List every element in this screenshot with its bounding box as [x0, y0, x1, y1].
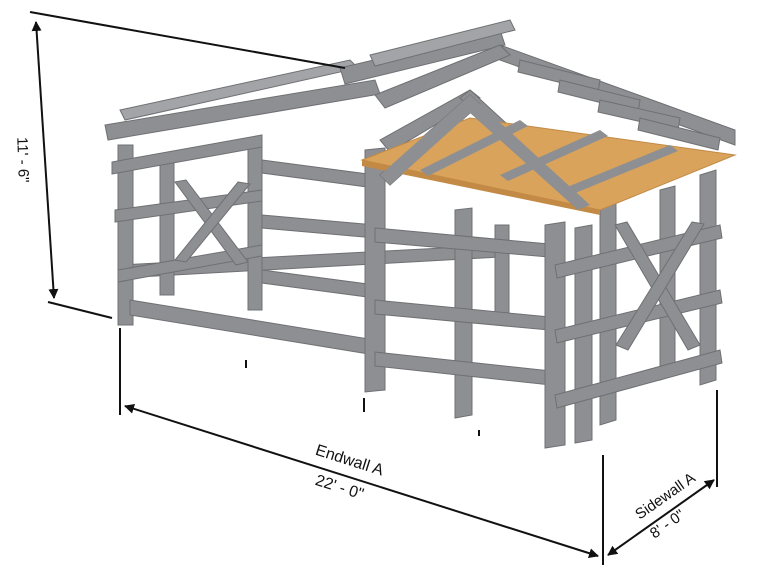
footing-mark — [478, 430, 480, 436]
roof-rafter — [637, 117, 721, 151]
roof-rafter — [460, 95, 590, 210]
right-wall-brace — [615, 221, 705, 351]
ridge-beam-back — [369, 19, 516, 67]
height-dimension-text: 11' - 6" — [13, 137, 32, 183]
left-wall-post — [159, 159, 175, 296]
left-wall-post — [247, 139, 263, 311]
height-extension-top — [29, 11, 346, 69]
shed-frame — [104, 19, 736, 449]
dimension-lines — [29, 11, 718, 565]
right-wall-girt — [554, 349, 723, 409]
roof-rafter — [500, 130, 608, 181]
endwall-dimension-text: 22' - 0" — [313, 472, 365, 503]
height-extension-bottom — [47, 301, 113, 319]
front-wall-girt — [261, 214, 376, 239]
front-wall-post — [364, 147, 386, 393]
endwall-dimension-line — [124, 403, 599, 559]
roof-decking — [360, 95, 737, 215]
height-dimension-line — [31, 21, 59, 299]
roof-rafter — [380, 95, 480, 185]
roof-rafter — [379, 89, 481, 153]
left-wall-brace — [174, 181, 251, 263]
roof-rafter — [560, 145, 678, 196]
left-wall-girt — [117, 244, 263, 283]
roof-rafter — [374, 44, 511, 109]
footing-mark — [363, 398, 365, 412]
front-wall-girt — [261, 269, 376, 299]
plywood-panel-edge — [362, 160, 600, 215]
sidewall-dimension-line — [607, 479, 715, 556]
footing-mark — [245, 360, 247, 368]
front-wall-girt — [261, 159, 376, 189]
left-wall-girt — [111, 134, 263, 175]
